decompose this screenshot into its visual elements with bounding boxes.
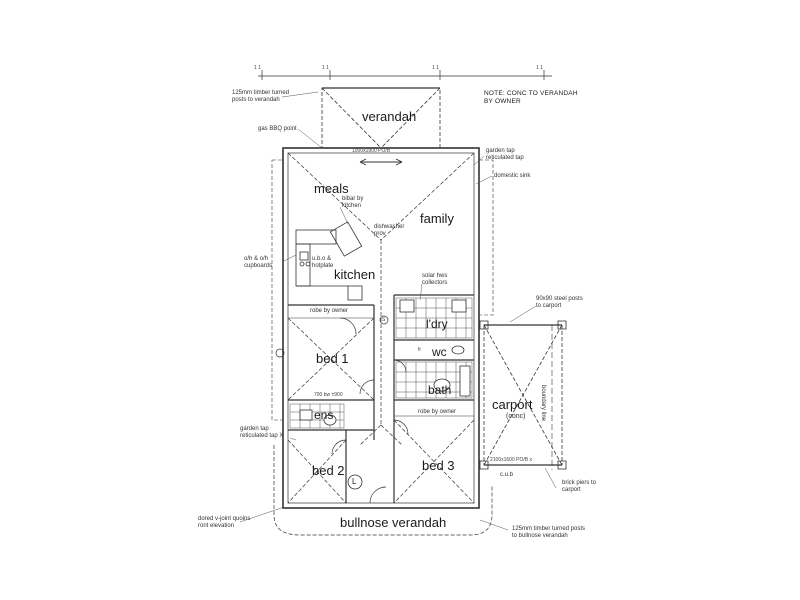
room-bed3: bed 3 [422,458,455,473]
room-bed2: bed 2 [312,463,345,478]
window-arrow [359,158,403,166]
kitchen-counters [295,221,363,301]
top-tick-label-3: 1 1 [432,65,439,71]
top-tick-label-4: 1 1 [536,65,543,71]
smoke-alarm-icon [379,315,389,325]
bullnose-verandah-outline [273,445,493,536]
wall-marker-icon [275,348,285,358]
bed1-window-dimension: 700 bw ±900 [314,392,343,398]
room-verandah: verandah [362,109,417,124]
left-setback [271,159,284,421]
note-boundary-line: boundary line [540,385,546,422]
note-dored-vjoint: dored v-joint quoins ront elevation [198,516,251,529]
right-setback [478,159,494,316]
room-ens: ens [314,408,334,422]
top-tick-label-2: 1 1 [322,65,329,71]
door-swings [331,317,409,504]
room-linen: L [352,477,357,486]
top-window-dimension: 1000x1900 PO/B [352,148,391,154]
room-laundry: l'dry [426,317,448,331]
carport-outline [483,324,563,466]
note-cupboards: o/h & o/h cupboards [244,256,273,269]
note-bibar-kitchen: bibar by kitchen [342,196,364,209]
interior-walls [288,294,474,503]
meals-family-diagonals [287,152,475,300]
note-timber-posts-top: 125mm timber turned posts to verandah [232,90,290,103]
room-bed1: bed 1 [316,351,349,366]
room-bullnose-verandah: bullnose verandah [340,515,447,530]
note-solar: solar hws collectors [422,273,448,286]
room-meals: meals [314,181,349,196]
note-timber-posts-bottom: 125mm timber turned posts to bullnose ve… [512,526,586,539]
note-brick-piers: brick piers to carport [562,480,597,493]
note-robe-owner-2: robe by owner [418,409,457,415]
bed3-window-dimension: 2100x1600 PO/B x [490,457,532,463]
room-family: family [420,211,454,226]
note-robe-owner-1: robe by owner [310,308,349,314]
note-hotplate: u.b.o & hotplate [312,256,334,269]
note-garden-tap-left: garden tap reticulated tap X [240,426,284,439]
note-steel-posts: 90x90 steel posts to carport [536,296,583,309]
bed-diagonals [287,300,475,504]
note-gas-bbq: gas BBQ point [258,126,297,132]
note-cub: c.u.b [500,472,514,478]
room-carport-sub: (conc) [506,413,526,420]
note-conc-verandah: NOTE: CONC TO VERANDAH BY OWNER [484,90,578,105]
room-carport: carport [492,397,533,412]
note-dishwasher: dishwasher prov [374,224,405,237]
fixtures [299,299,471,426]
smoke-alarm-label: S [382,317,386,323]
note-leaders [239,91,557,531]
room-bath: bath [428,383,452,397]
room-wc: wc [432,345,447,359]
wet-area-tiles [289,297,473,429]
top-tick-label-1: 1 1 [254,65,261,71]
note-garden-tap-top: garden tap reticulated tap [486,148,524,161]
room-kitchen: kitchen [334,267,376,282]
light-circle-icon [347,474,363,490]
fridge-label: fr [418,347,422,353]
house-outer-wall [282,147,480,509]
note-domestic-sink: domestic sink [494,173,531,179]
